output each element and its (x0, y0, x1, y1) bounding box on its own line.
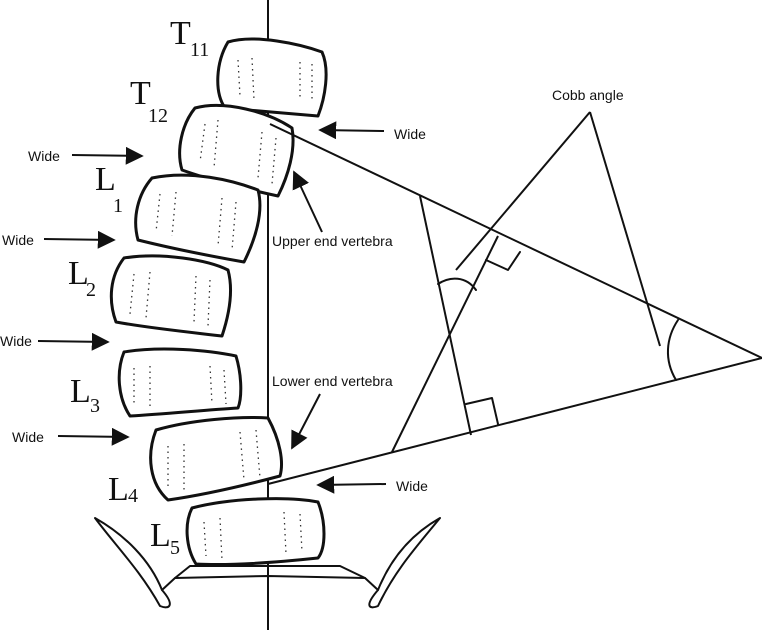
svg-text:Wide: Wide (2, 232, 34, 248)
lower-endplate-line (267, 357, 762, 485)
lower-end-vertebra-label: Lower end vertebra (272, 373, 393, 389)
svg-text:Wide: Wide (394, 126, 426, 142)
label-l1: L 1 (95, 161, 123, 217)
svg-text:4: 4 (128, 485, 138, 507)
right-angle-marker-upper (485, 251, 521, 271)
cobb-angle-label: Cobb angle (552, 87, 624, 103)
lower-end-vertebra-arrow (291, 393, 321, 450)
upper-end-vertebra-label: Upper end vertebra (272, 233, 393, 249)
cobb-callout-line-left (455, 111, 591, 271)
upper-perpendicular-line (419, 195, 472, 436)
svg-text:L: L (95, 161, 116, 198)
wide-marker-l4-l5: Wide (316, 475, 428, 494)
svg-text:T: T (170, 15, 191, 52)
svg-text:Wide: Wide (396, 478, 428, 494)
wide-marker-t12-l1: Wide (318, 121, 426, 142)
svg-text:Wide: Wide (28, 148, 60, 164)
wide-marker-left-1: Wide (28, 146, 144, 165)
pelvis-outline (94, 517, 441, 609)
label-l5: L 5 (150, 517, 180, 559)
vertebra-l1 (134, 173, 262, 264)
right-angle-marker-lower (465, 397, 499, 425)
label-t11: T 11 (170, 15, 209, 61)
svg-text:3: 3 (90, 395, 100, 417)
lower-perpendicular-line (391, 235, 499, 453)
vertebra-l3 (117, 347, 243, 418)
wide-marker-left-4: Wide (12, 427, 130, 446)
svg-text:Wide: Wide (0, 333, 32, 349)
svg-text:12: 12 (148, 105, 168, 127)
vertebra-t11 (216, 37, 328, 118)
upper-endplate-line (269, 123, 762, 359)
upper-end-vertebra-arrow (292, 170, 323, 233)
label-l4: L 4 (108, 471, 138, 508)
vertebra-l2 (109, 254, 232, 338)
label-t12: T 12 (130, 75, 168, 127)
svg-text:11: 11 (190, 39, 209, 61)
svg-text:Wide: Wide (12, 429, 44, 445)
vertebra-t12 (178, 104, 295, 198)
svg-text:L: L (68, 255, 89, 292)
wide-marker-left-2: Wide (2, 230, 116, 249)
angle-arc-vertex (666, 319, 679, 381)
svg-text:L: L (70, 373, 91, 410)
svg-text:T: T (130, 75, 151, 112)
svg-text:2: 2 (86, 279, 96, 301)
vertebra-l5 (185, 497, 326, 567)
svg-text:1: 1 (113, 195, 123, 217)
cobb-callout-line-right (589, 111, 661, 347)
label-l2: L 2 (68, 255, 96, 301)
svg-text:L: L (108, 471, 129, 508)
svg-text:L: L (150, 517, 171, 554)
wide-marker-left-3: Wide (0, 332, 110, 351)
svg-text:5: 5 (170, 537, 180, 559)
label-l3: L 3 (70, 373, 100, 417)
vertebra-l4 (149, 416, 283, 502)
angle-arc-intersection (437, 277, 477, 291)
